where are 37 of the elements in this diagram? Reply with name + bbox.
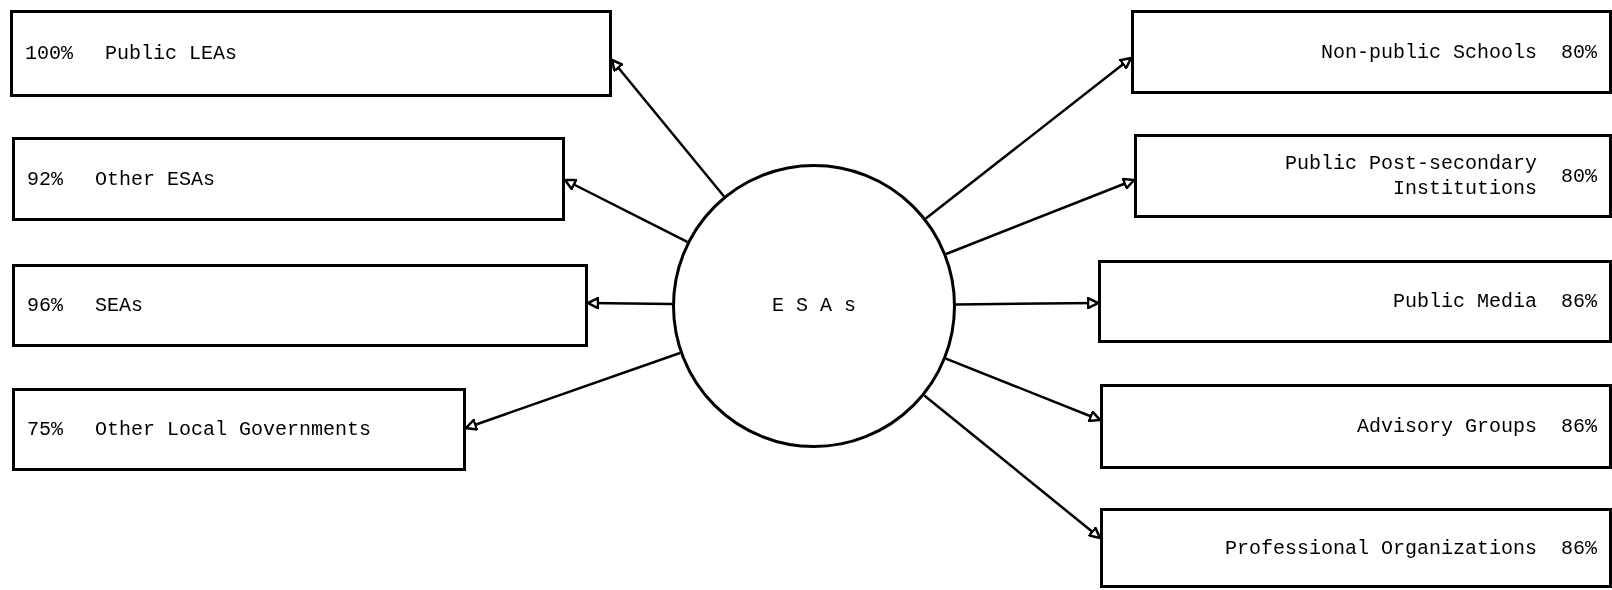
arrow: [955, 296, 1100, 310]
arrow: [586, 296, 673, 310]
group-box: [1100, 384, 1612, 469]
percentage: 86%: [1561, 535, 1597, 561]
group-box: [10, 10, 612, 97]
arrow: [610, 58, 725, 198]
group-box: [1134, 134, 1612, 218]
percentage: 75%: [27, 417, 63, 442]
group-box: [12, 264, 588, 347]
percentage: 80%: [1561, 39, 1597, 65]
group-name: Other ESAs: [95, 166, 216, 192]
percentage: 86%: [1561, 289, 1597, 314]
group-box: [1098, 260, 1612, 343]
group-name: Public Media: [1392, 289, 1537, 314]
arrow: [563, 178, 688, 243]
arrow: [945, 177, 1136, 256]
group-name: Non-public Schools: [1320, 39, 1537, 65]
group-name: Public LEAs: [105, 41, 238, 66]
percentage: 100%: [25, 41, 73, 66]
arrow: [464, 351, 681, 431]
group-name: Professional Organizations: [1224, 535, 1537, 561]
percentage: 96%: [27, 293, 63, 318]
group-name: Public Post-secondary Institutions: [1283, 151, 1537, 201]
group-name: Other Local Governments: [95, 417, 372, 442]
arrow: [925, 56, 1133, 220]
group-box: [12, 137, 565, 221]
group-box: [1100, 508, 1612, 588]
node-label: ESAs: [771, 293, 868, 319]
percentage: 92%: [27, 166, 63, 192]
percentage: 80%: [1561, 163, 1597, 189]
percentage: 86%: [1561, 414, 1597, 439]
group-box: [12, 388, 466, 471]
arrow: [945, 357, 1102, 423]
group-name: SEAs: [95, 293, 144, 318]
group-box: [1131, 10, 1612, 94]
arrow: [923, 394, 1102, 540]
group-name: Advisory Groups: [1356, 414, 1537, 439]
